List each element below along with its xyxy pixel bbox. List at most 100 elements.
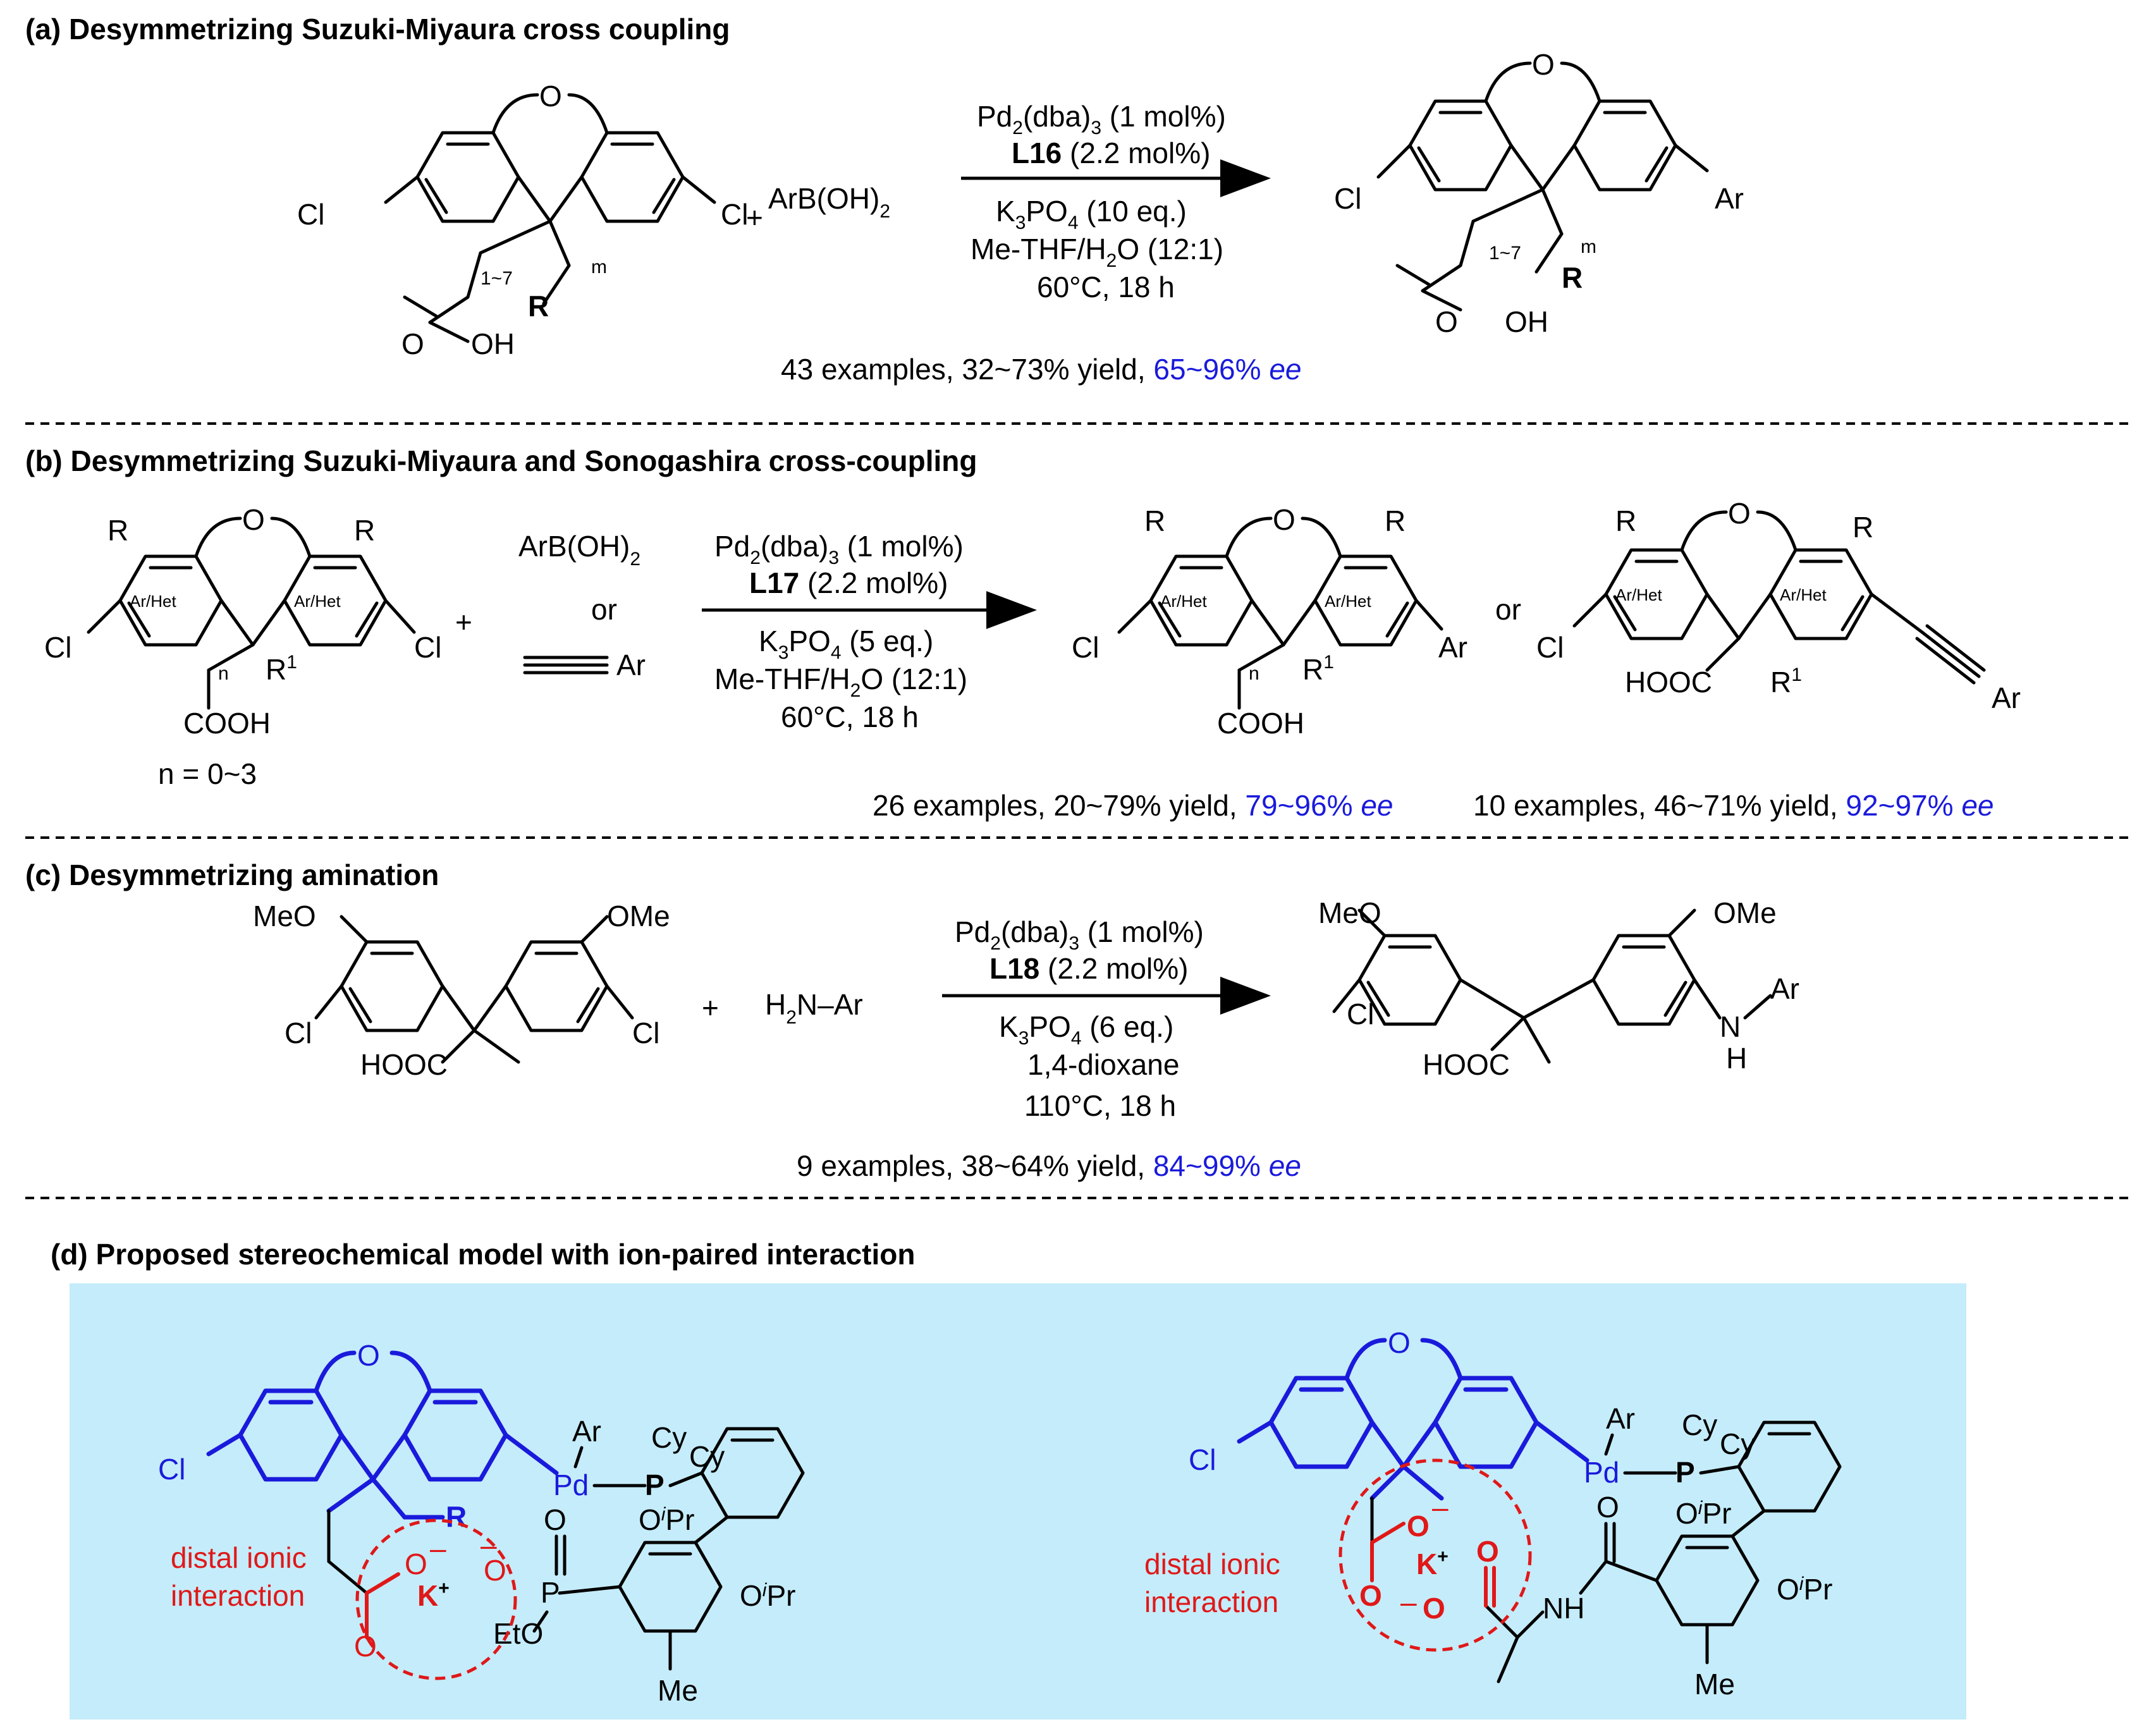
svg-text:H: H [1726,1042,1747,1075]
section-a-header: (a) Desymmetrizing Suzuki-Miyaura cross … [25,13,730,46]
svg-text:Me-THF/H2O (12:1): Me-THF/H2O (12:1) [714,663,967,701]
svg-text:R: R [354,514,375,547]
svg-text:K3PO4 (6 eq.): K3PO4 (6 eq.) [999,1010,1173,1049]
svg-text:60°C, 18 h: 60°C, 18 h [781,700,919,733]
product-b1: O Ar/Het Ar/Het R R Cl Ar n R1 COOH [1072,503,1467,740]
svg-text:Cl: Cl [44,631,71,664]
atom-cl-right: Cl [721,198,748,231]
svg-text:Pd2(dba)3 (1 mol%): Pd2(dba)3 (1 mol%) [955,915,1204,954]
svg-text:COOH: COOH [1217,707,1304,740]
atom-o-carbonyl: O [401,327,424,360]
svg-text:L18 (2.2 mol%): L18 (2.2 mol%) [989,952,1188,985]
svg-text:O: O [1435,305,1458,338]
svg-text:1~7: 1~7 [1489,243,1521,264]
svg-text:Me-THF/H2O (12:1): Me-THF/H2O (12:1) [971,233,1223,271]
result-c: 9 examples, 38~64% yield, 84~99% ee [797,1149,1301,1182]
svg-text:Ar: Ar [572,1415,601,1448]
svg-text:Me: Me [658,1674,698,1707]
svg-text:Cy: Cy [1720,1427,1755,1460]
svg-text:P: P [645,1469,665,1501]
svg-text:Ar/Het: Ar/Het [1780,585,1827,604]
svg-text:Cy: Cy [651,1421,687,1454]
svg-text:–: – [1432,1491,1449,1524]
svg-text:n = 0~3: n = 0~3 [158,757,257,790]
svg-text:HOOC: HOOC [1625,666,1712,699]
svg-text:–: – [1400,1585,1417,1618]
reagent-c: H2N–Ar [765,988,863,1028]
svg-text:n: n [218,663,229,684]
svg-text:R: R [446,1500,467,1533]
svg-text:Ar/Het: Ar/Het [1615,585,1662,604]
product-b2: O Ar/Het Ar/Het R R Cl Ar HOOC R1 [1536,497,2021,714]
product-c: HOOC MeO Cl OMe N H Ar [1318,896,1799,1081]
atom-cl-left: Cl [297,198,324,231]
svg-text:Pd2(dba)3 (1 mol%): Pd2(dba)3 (1 mol%) [714,530,964,568]
svg-text:1,4-dioxane: 1,4-dioxane [1027,1048,1179,1081]
svg-text:O: O [1273,503,1295,536]
svg-text:OiPr: OiPr [1777,1573,1832,1606]
ion-pair-circle-left [355,1518,517,1680]
svg-text:NH: NH [1543,1592,1584,1625]
svg-text:Ar: Ar [1770,972,1799,1005]
atom-oh: OH [471,327,515,360]
svg-text:Pd2(dba)3 (1 mol%): Pd2(dba)3 (1 mol%) [977,100,1226,138]
result-a: 43 examples, 32~73% yield, 65~96% ee [781,353,1301,386]
svg-text:R: R [1615,504,1636,537]
substrate-c: HOOC MeO Cl OMe Cl [253,900,670,1081]
svg-text:N: N [1720,1010,1741,1043]
svg-text:O: O [1596,1491,1619,1524]
svg-text:Cl: Cl [632,1017,659,1049]
model-panel [70,1283,1966,1720]
svg-text:OMe: OMe [607,900,670,932]
svg-text:Pd: Pd [553,1469,589,1501]
svg-text:Cl: Cl [158,1453,185,1486]
svg-text:Me: Me [1694,1668,1735,1701]
svg-text:R1: R1 [1302,652,1334,686]
svg-text:OiPr: OiPr [740,1579,795,1612]
svg-text:O: O [1476,1535,1499,1568]
svg-text:Ar: Ar [616,649,646,681]
svg-text:distal ionic: distal ionic [171,1541,307,1574]
reagent-a: ArB(OH)2 [768,182,890,222]
svg-text:K+: K+ [417,1578,450,1612]
chain-range: 1~7 [481,268,513,289]
svg-text:Ar/Het: Ar/Het [130,592,176,611]
svg-text:O: O [1388,1326,1411,1359]
svg-text:COOH: COOH [183,707,271,740]
result-b1: 26 examples, 20~79% yield, 79~96% ee [873,789,1393,822]
plus-b: + [455,606,472,638]
svg-text:O: O [1359,1579,1382,1612]
svg-text:MeO: MeO [1318,896,1381,929]
product-a: O Cl Ar O OH R 1~7 m [1334,48,1744,338]
svg-text:L16 (2.2 mol%): L16 (2.2 mol%) [1012,137,1210,169]
svg-text:Ar/Het: Ar/Het [1160,592,1207,611]
model-left: O Cl R O O – Pd Ar P Cy Cy OiPr OiPr Me … [158,1339,805,1707]
svg-text:distal ionic: distal ionic [1144,1548,1280,1580]
svg-text:Pd: Pd [1584,1456,1619,1489]
svg-text:60°C, 18 h: 60°C, 18 h [1037,271,1175,303]
svg-text:R: R [1853,511,1873,544]
svg-text:O: O [357,1339,380,1372]
svg-text:Ar/Het: Ar/Het [294,592,341,611]
svg-text:R: R [107,514,128,547]
svg-text:K3PO4 (5 eq.): K3PO4 (5 eq.) [759,625,933,663]
svg-text:O: O [484,1554,506,1587]
svg-text:HOOC: HOOC [360,1048,448,1081]
section-c-header: (c) Desymmetrizing amination [25,858,439,891]
substrate-a: O Cl Cl O OH R 1~7 m [297,80,748,360]
or-b2: or [1495,593,1521,626]
svg-text:–: – [430,1532,446,1565]
atom-r: R [528,290,549,322]
svg-text:L17 (2.2 mol%): L17 (2.2 mol%) [749,566,948,599]
svg-text:OH: OH [1505,305,1548,338]
svg-text:Cl: Cl [1536,631,1564,664]
plus-c: + [702,991,719,1024]
svg-text:Cl: Cl [414,631,441,664]
svg-text:OMe: OMe [1713,896,1777,929]
svg-text:110°C, 18 h: 110°C, 18 h [1024,1089,1176,1122]
svg-text:n: n [1249,663,1259,684]
atom-o: O [539,80,562,113]
svg-text:Ar: Ar [1438,631,1467,664]
svg-text:MeO: MeO [253,900,316,932]
